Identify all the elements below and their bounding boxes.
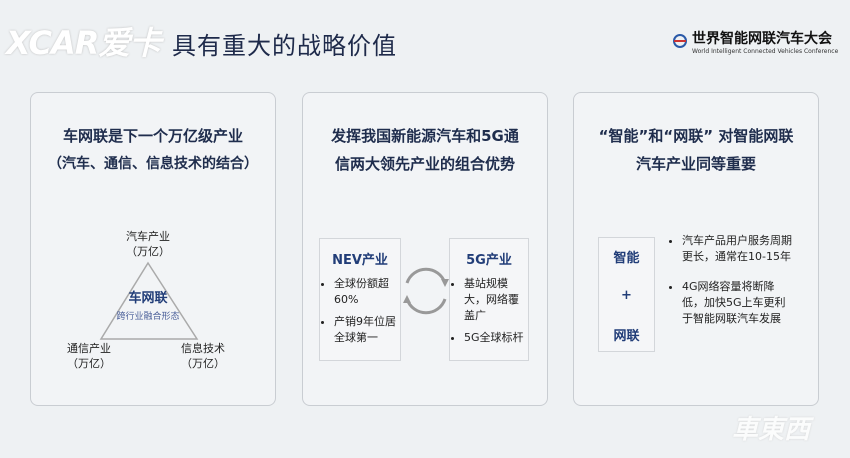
label-it: 信息技术 (181, 342, 225, 355)
label-auto-unit: （万亿） (126, 245, 170, 258)
box-connected: 网联 (613, 329, 640, 344)
exchange-arrows-icon (403, 267, 449, 315)
label-center: 车网联 (128, 291, 168, 306)
card1-heading: 车网联是下一个万亿级产业 (62, 127, 243, 145)
box-plus: + (621, 288, 632, 303)
logo-cn: 世界智能网联汽车大会 (692, 31, 832, 47)
box-smart: 智能 (613, 251, 640, 266)
xcar-watermark: XCAR爱卡 (6, 24, 161, 62)
page-title: 具有重大的战略价值 (172, 32, 397, 60)
globe-icon (673, 33, 687, 48)
bullet-item: 4G网络容量将断降低，加快5G上车更利于智能网联汽车发展 (682, 279, 792, 327)
5g-box: 5G产业 基站规模大，网络覆盖广 5G全球标杆 (449, 238, 529, 361)
card3-heading2: 汽车产业同等重要 (635, 155, 756, 173)
card-advantage: 发挥我国新能源汽车和5G通 信两大领先产业的组合优势 NEV产业 全球份额超60… (302, 92, 548, 406)
smart-connected-box: 智能 + 网联 (598, 237, 655, 352)
card2-heading2: 信两大领先产业的组合优势 (334, 155, 515, 173)
nev-item: 产销9年位居全球第一 (334, 314, 400, 346)
card-industry: 车网联是下一个万亿级产业 （汽车、通信、信息技术的结合） 汽车产业 （万亿） 通信… (30, 92, 276, 406)
label-it-unit: （万亿） (181, 357, 225, 370)
label-telecom-unit: （万亿） (67, 357, 111, 370)
5g-item: 基站规模大，网络覆盖广 (464, 276, 528, 324)
nev-title: NEV产业 (332, 253, 388, 268)
logo-en: World Intelligent Connected Vehicles Con… (692, 48, 839, 55)
label-center-sub: 跨行业融合形态 (116, 312, 180, 322)
label-telecom: 通信产业 (67, 342, 111, 355)
card3-heading1: “智能”和“网联” 对智能网联 (598, 127, 794, 145)
bullet-item: 汽车产品用户服务周期更长，通常在10-15年 (682, 233, 792, 265)
nev-box: NEV产业 全球份额超60% 产销9年位居全球第一 (319, 238, 401, 361)
label-auto: 汽车产业 (126, 230, 170, 243)
chedongxi-watermark: 車東西 (731, 415, 810, 445)
nev-item: 全球份额超60% (334, 276, 400, 308)
5g-title: 5G产业 (466, 253, 512, 268)
card-importance: “智能”和“网联” 对智能网联 汽车产业同等重要 智能 + 网联 汽车产品用户服… (573, 92, 819, 406)
triangle-diagram (99, 261, 199, 340)
5g-item: 5G全球标杆 (464, 330, 528, 346)
card2-heading1: 发挥我国新能源汽车和5G通 (331, 127, 519, 145)
card1-subheading: （汽车、通信、信息技术的结合） (48, 156, 258, 172)
